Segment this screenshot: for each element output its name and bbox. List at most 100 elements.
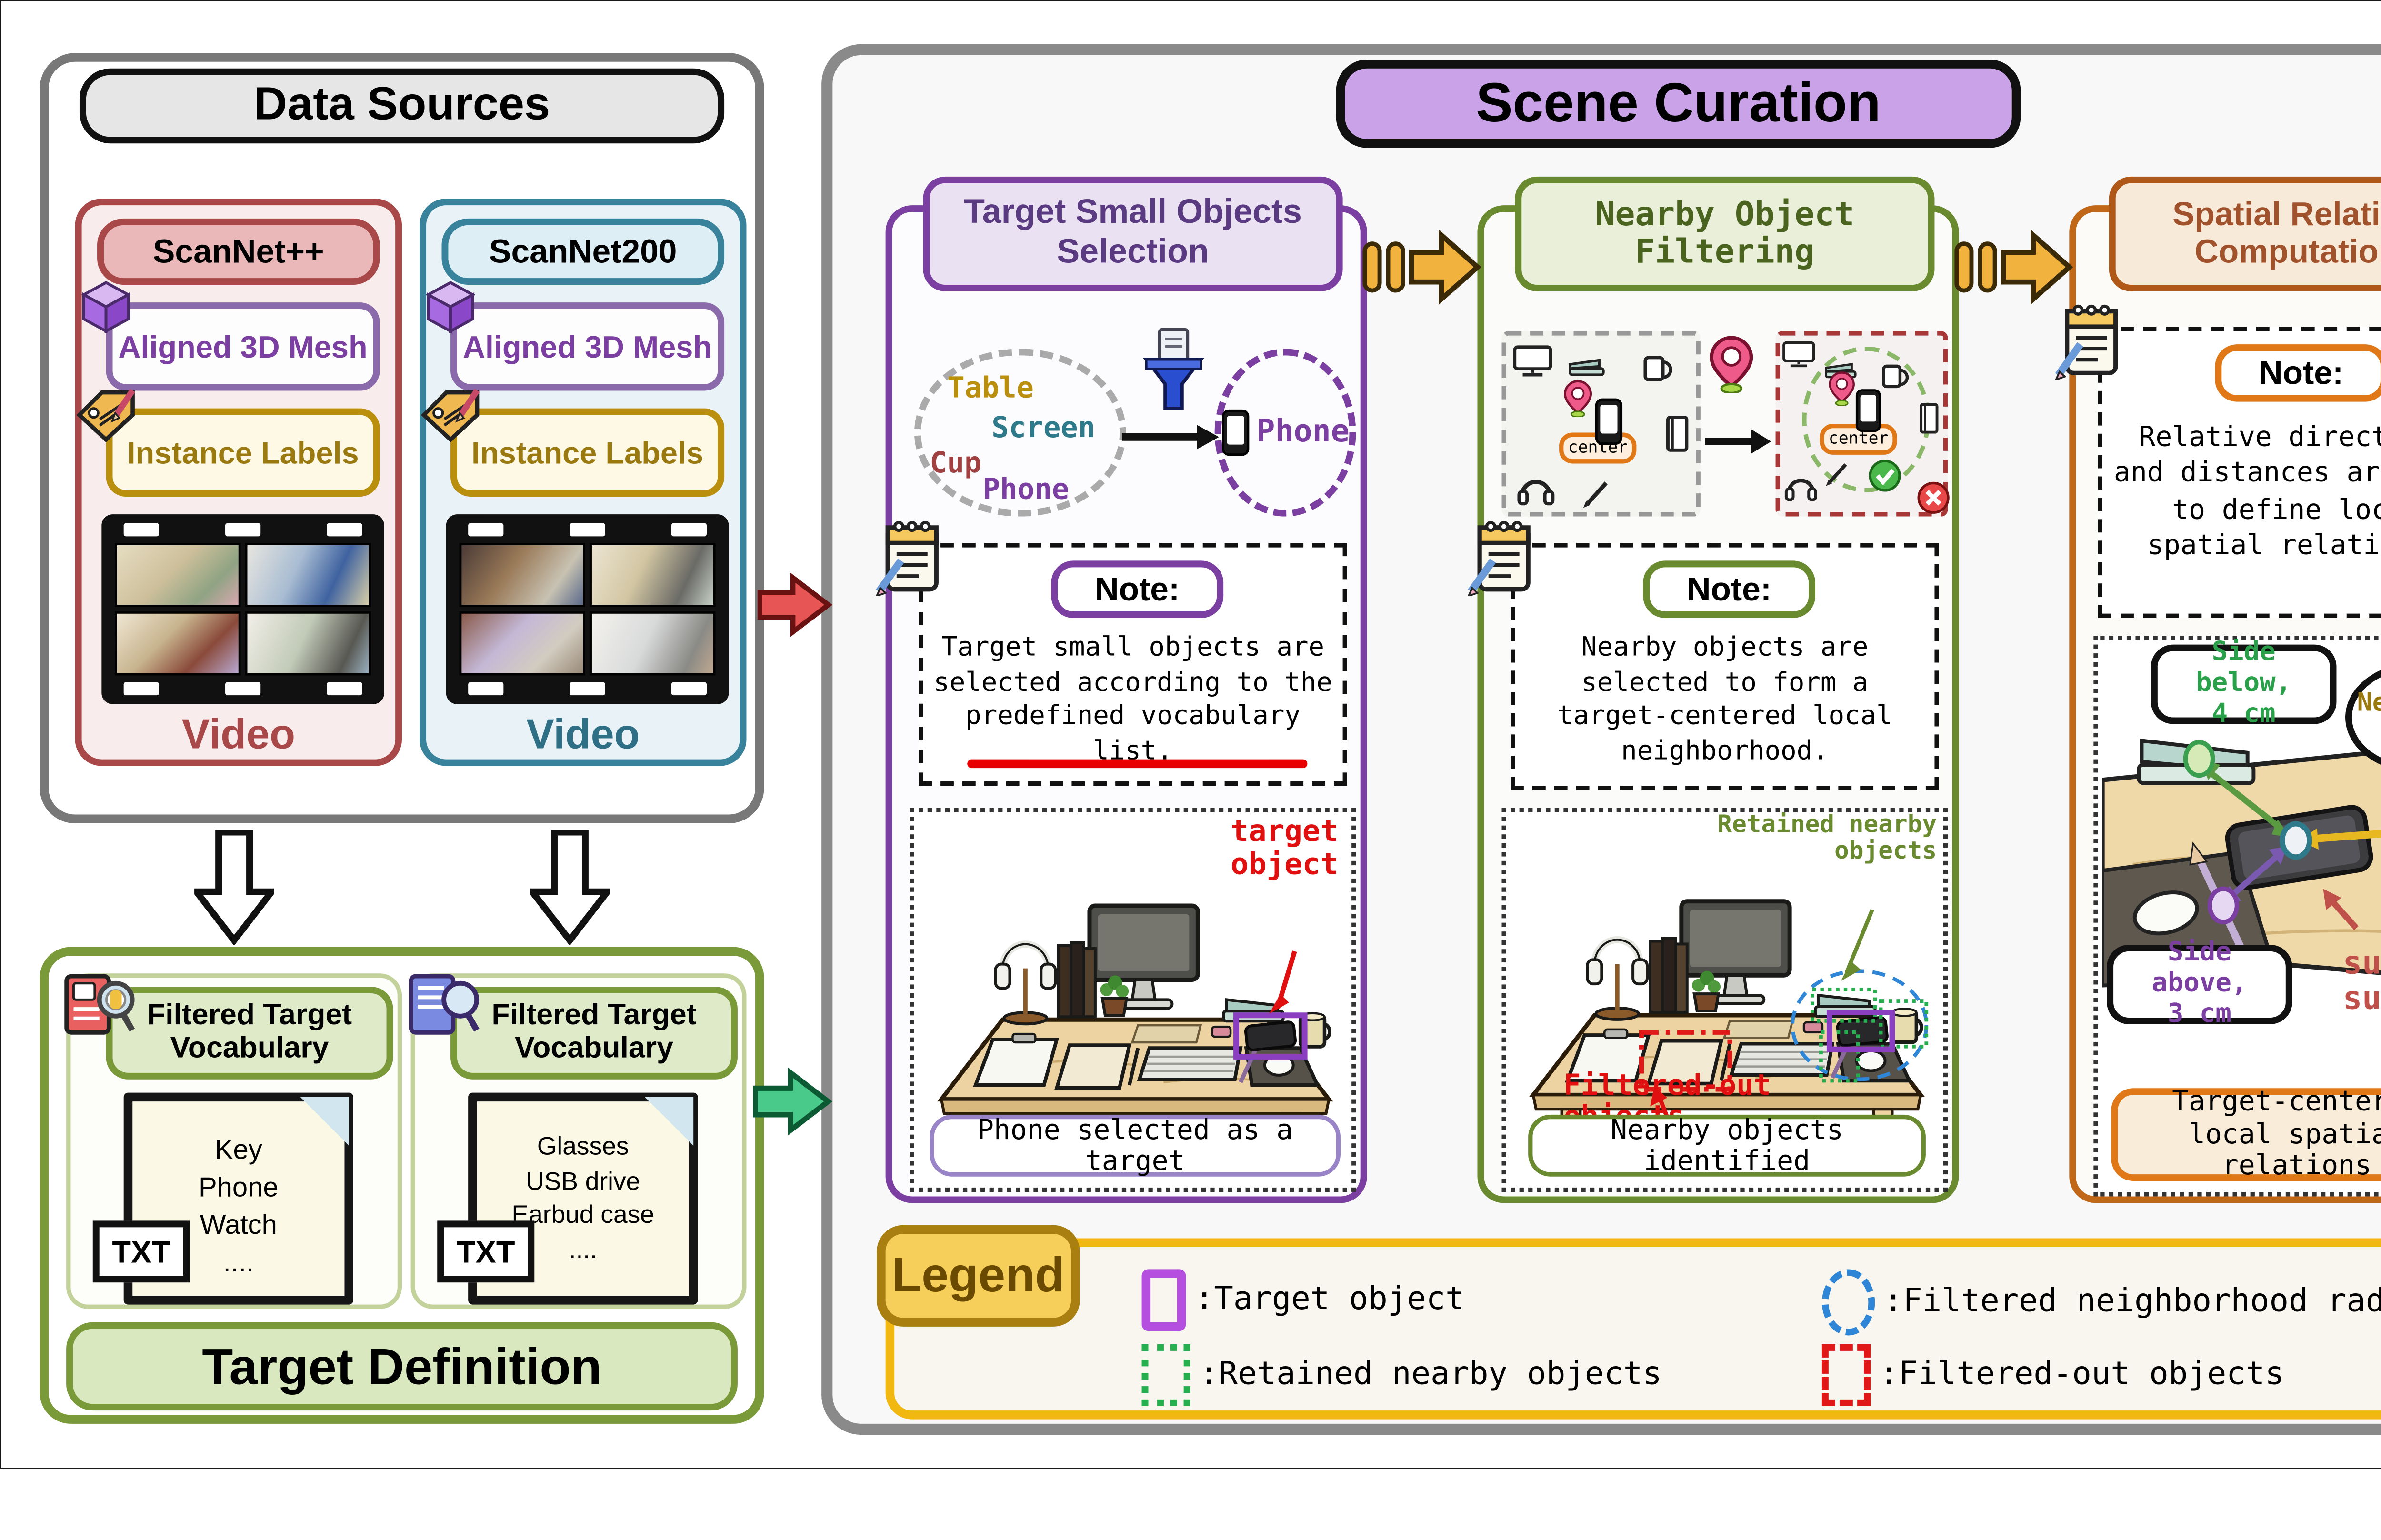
filtered-swatch-icon — [1821, 1344, 1871, 1406]
film-sprockets — [455, 678, 720, 700]
phone-icon — [1221, 409, 1250, 457]
legend-title: Legend — [877, 1225, 1080, 1327]
room-photo — [459, 543, 585, 607]
room-photo — [590, 611, 716, 676]
red-underline — [967, 759, 1308, 767]
scannetpp-label: ScanNet++ — [97, 218, 380, 285]
filtering-caption: Nearby objects identified — [1528, 1112, 1926, 1177]
map-pin-icon — [1829, 371, 1855, 406]
data-sources-title: Data Sources — [79, 68, 725, 144]
note-label: Note: — [1051, 560, 1224, 618]
legend-item-radius: :Filtered neighborhood radius — [1821, 1269, 2381, 1336]
unfiltered-neighborhood-box: center — [1501, 331, 1701, 517]
folded-corner — [300, 1097, 349, 1146]
target-swatch-icon — [1141, 1269, 1186, 1331]
right-arrow-icon — [1705, 429, 1771, 454]
book-search-icon — [406, 969, 481, 1040]
film-sprockets — [110, 519, 375, 540]
room-photo — [115, 543, 241, 607]
notepad-icon — [874, 517, 945, 596]
spatial-relation-header: Spatial Relation Computation — [2109, 176, 2381, 291]
desk-scene-illustration — [1513, 879, 1929, 1163]
relation-note: Note: Relative directions and distances … — [2098, 327, 2381, 618]
scannet200-column: ScanNet200 Aligned 3D Mesh Instance Labe… — [420, 199, 747, 766]
retained-annotation: Retained nearby objects — [1717, 810, 1937, 866]
room-photos — [455, 541, 720, 678]
room-photo — [590, 543, 716, 607]
green-flow-arrow-icon — [753, 1064, 832, 1139]
folded-corner — [645, 1097, 694, 1146]
vocab-items: Glasses USB drive Earbud case .... — [511, 1134, 655, 1264]
relation-scene: Side below, 4 cm Next to, 1 cm Side abov… — [2093, 636, 2381, 1197]
red-flow-arrow-icon — [758, 570, 833, 640]
orange-connector-arrow-icon — [1954, 227, 2073, 307]
phone-icon — [1855, 389, 1881, 433]
stapler-icon — [1568, 349, 1606, 370]
selection-scene: target object Phone selected as a target — [910, 808, 1356, 1192]
selection-caption: Phone selected as a target — [930, 1112, 1341, 1177]
monitor-icon — [1513, 344, 1552, 378]
radius-swatch-icon — [1821, 1269, 1875, 1336]
scene-curation-panel: Scene Curation Target Small Objects Sele… — [821, 44, 2381, 1435]
relation-caption: Target-centered local spatial relations — [2111, 1085, 2381, 1181]
mug-icon — [1881, 362, 1910, 390]
legend-label: :Retained nearby objects — [1199, 1357, 1662, 1393]
down-arrow-icon — [530, 830, 610, 945]
target-definition-title: Target Definition — [66, 1322, 738, 1411]
note-text: Target small objects are selected accord… — [933, 631, 1332, 766]
tag-pencil-icon — [420, 386, 481, 444]
right-arrow-icon — [1121, 425, 1219, 450]
desk-scene-illustration — [921, 883, 1350, 1168]
scene-curation-title: Scene Curation — [1336, 60, 2021, 148]
filtering-note: Note: Nearby objects are selected to for… — [1511, 543, 1939, 790]
spatial-relation-column: Spatial Relation Computation Note: Relat… — [2069, 176, 2381, 1203]
target-selection-header: Target Small Objects Selection — [923, 176, 1343, 291]
legend-label: :Filtered-out objects — [1879, 1357, 2284, 1393]
mug-icon — [1643, 353, 1674, 384]
txt-badge: TXT — [92, 1220, 190, 1283]
legend-item-retained: :Retained nearby objects — [1141, 1344, 1662, 1406]
stapler-icon — [1824, 351, 1858, 371]
legend-item-target: :Target object — [1141, 1269, 1465, 1331]
tag-pencil-icon — [75, 386, 137, 444]
cube-icon — [82, 280, 130, 333]
room-photo — [245, 611, 371, 676]
selected-target-bubble: Phone — [1214, 349, 1356, 517]
figure-canvas: Data Sources ScanNet++ Aligned 3D Mesh I… — [40, 44, 2381, 1435]
vocab-header: Filtered Target Vocabulary — [450, 987, 738, 1080]
room-photo — [245, 543, 371, 607]
check-icon — [1868, 459, 1901, 492]
down-arrow-icon — [194, 830, 274, 945]
scannetpp-column: ScanNet++ Aligned 3D Mesh Instance Label… — [75, 199, 402, 766]
video-label: Video — [181, 713, 295, 760]
relation-caption-text: Target-centered local spatial relations — [2172, 1085, 2381, 1181]
support-surface-annotation: support surface — [2342, 947, 2381, 1018]
room-photo — [115, 611, 241, 676]
film-sprockets — [110, 678, 375, 700]
vocab-word: Screen — [991, 412, 1096, 446]
legend-box: Legend :Target object :Retained nearby o… — [877, 1225, 2381, 1420]
legend-item-filtered: :Filtered-out objects — [1821, 1344, 2284, 1406]
video-film-strip — [446, 514, 729, 704]
book-icon — [1919, 402, 1939, 435]
side-above-bubble: Side above, 3 cm — [2107, 937, 2292, 1028]
target-selection-column: Target Small Objects Selection Table Scr… — [886, 176, 1367, 1203]
filtered-neighborhood-box: center — [1775, 331, 1948, 517]
instance-labels-box: Instance Labels — [106, 408, 380, 497]
vocab-word: Table — [947, 373, 1034, 406]
map-pin-icon — [1563, 380, 1592, 417]
side-below-bubble: Side below, 4 cm — [2151, 637, 2337, 728]
nearby-filtering-column: Nearby Object Filtering center — [1477, 176, 1959, 1203]
data-sources-panel: Data Sources ScanNet++ Aligned 3D Mesh I… — [40, 53, 764, 824]
instance-labels-box: Instance Labels — [450, 408, 725, 497]
aligned-mesh-box: Aligned 3D Mesh — [450, 302, 725, 391]
vocab-word: Phone — [982, 474, 1070, 508]
nearby-filtering-header: Nearby Object Filtering — [1515, 176, 1935, 291]
video-label: Video — [526, 713, 640, 760]
note-text: Relative directions and distances are us… — [2114, 419, 2381, 560]
vocabulary-cloud: Table Screen Cup Phone — [914, 349, 1127, 517]
book-search-icon — [62, 969, 137, 1040]
orange-connector-arrow-icon — [1362, 227, 1481, 307]
pencil-icon — [1581, 477, 1614, 510]
legend-label: :Target object — [1194, 1282, 1465, 1318]
